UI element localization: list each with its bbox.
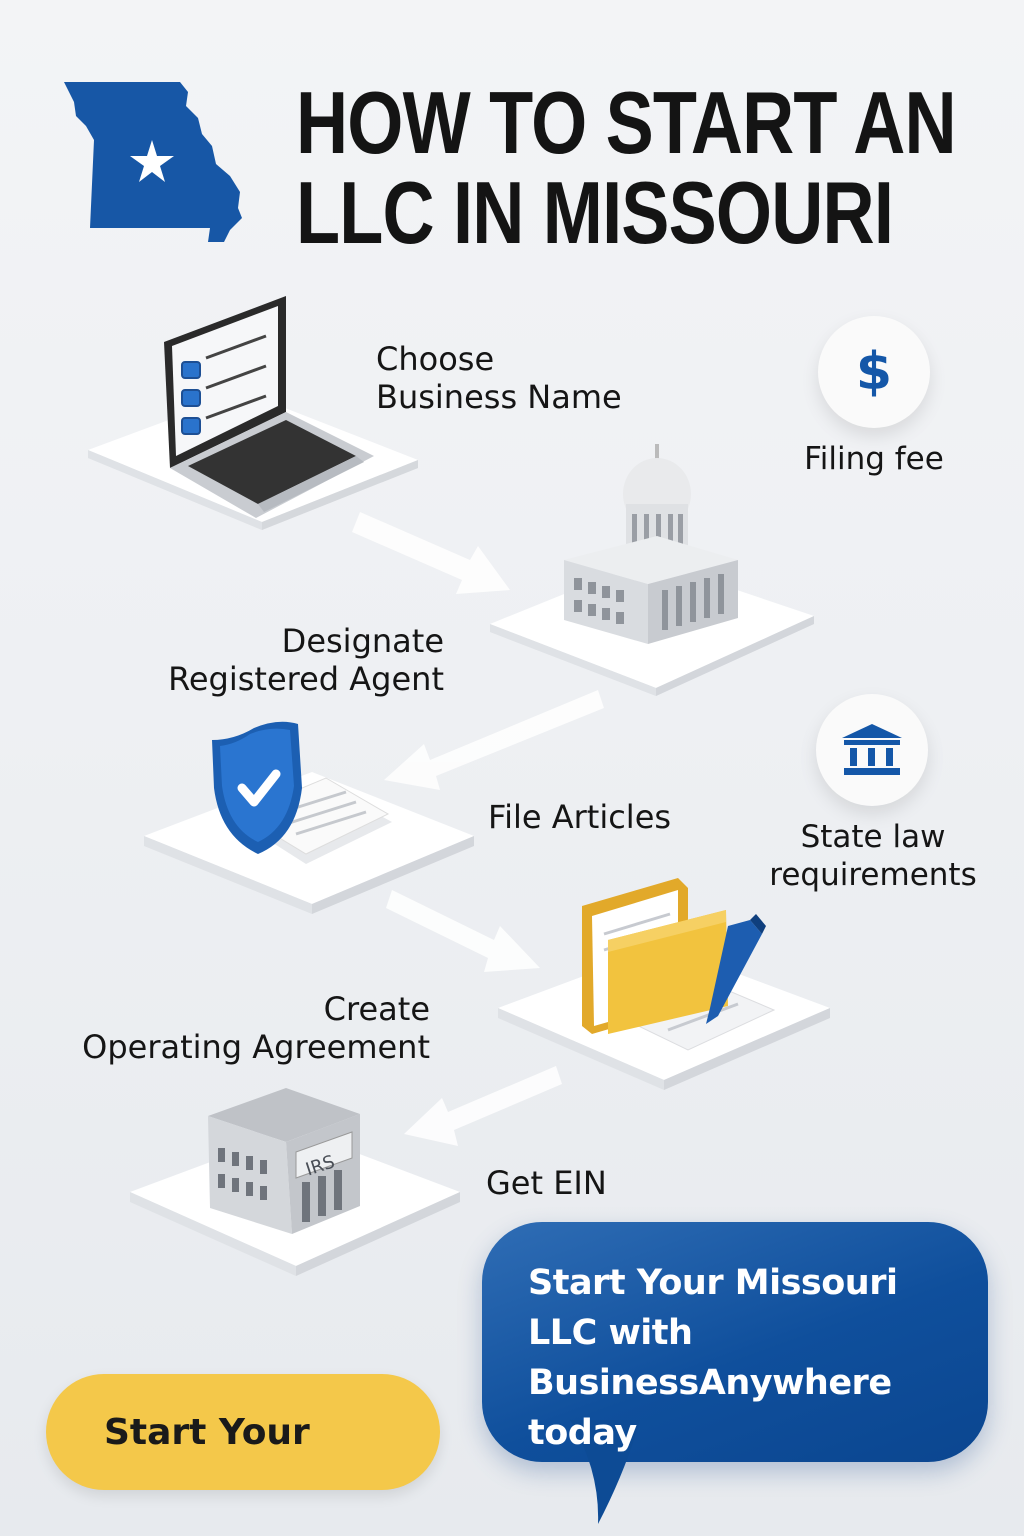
speech-bubble-tail <box>570 1420 640 1524</box>
step-label-operating-agreement: Create Operating Agreement <box>82 990 430 1066</box>
state-law-label: State law requirements <box>769 819 977 893</box>
step-label-get-ein: Get EIN <box>486 1164 607 1202</box>
capitol-building-icon <box>564 444 738 644</box>
step-label-registered-agent: Designate Registered Agent <box>168 622 444 698</box>
start-your-button[interactable]: Start Your <box>46 1374 440 1490</box>
cta-speech-bubble <box>482 1222 988 1462</box>
state-law-badge <box>816 694 928 806</box>
star-icon <box>130 140 174 182</box>
step-label-choose-name: Choose Business Name <box>376 340 622 416</box>
step-label-file-articles: File Articles <box>488 798 672 836</box>
filing-fee-badge: $ <box>818 316 930 428</box>
shield-check-document-icon <box>212 721 392 864</box>
irs-building-icon: IRS <box>208 1088 360 1234</box>
folder-pen-icon <box>582 878 776 1051</box>
laptop-checklist-icon <box>164 296 374 518</box>
dollar-icon: $ <box>855 342 893 402</box>
filing-fee-label: Filing fee <box>804 441 944 477</box>
cta-bubble-text: Start Your Missouri LLC with BusinessAny… <box>528 1263 898 1453</box>
page-title: HOW TO START AN LLC IN MISSOURI <box>296 73 957 262</box>
bank-icon <box>842 724 902 775</box>
missouri-map-icon <box>64 82 242 242</box>
